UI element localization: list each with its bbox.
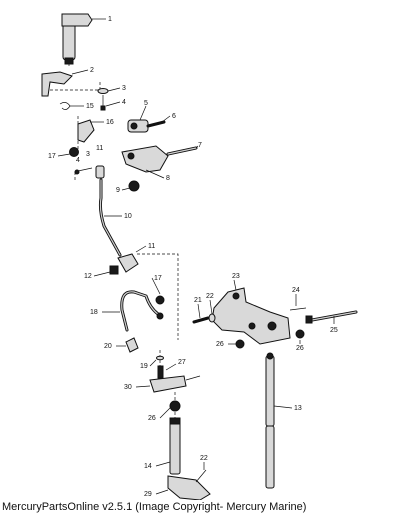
callout-label: 19 (140, 363, 148, 370)
callout-labels: 1 2 3 4 15 5 6 16 17 3 4 11 7 8 9 10 11 … (48, 16, 338, 498)
callout-label: 29 (144, 491, 152, 498)
callout-label: 16 (106, 119, 114, 126)
callout-label: 4 (76, 157, 80, 164)
callout-label: 6 (172, 113, 176, 120)
callout-label: 7 (198, 142, 202, 149)
part-bushing (125, 337, 139, 353)
part-shift-rod (98, 178, 122, 257)
callout-label: 3 (86, 151, 90, 158)
part-nut-lower (155, 295, 165, 305)
parts-diagram: 1 2 3 4 15 5 6 16 17 3 4 11 7 8 9 10 11 … (41, 13, 358, 500)
part-nut-26a (235, 339, 245, 349)
part-cable-bracket (120, 290, 164, 332)
callout-label: 23 (232, 273, 240, 280)
callout-leaders (57, 18, 335, 495)
callout-label: 20 (104, 343, 112, 350)
callout-label: 27 (178, 359, 186, 366)
callout-label: 11 (148, 243, 155, 250)
part-rod-end-lower (109, 253, 139, 275)
callout-label: 26 (148, 415, 156, 422)
part-stud-21 (192, 313, 216, 324)
callout-label: 5 (144, 100, 148, 107)
part-washer-19 (156, 355, 164, 361)
part-nut-26 (169, 400, 181, 412)
callout-label: 22 (200, 455, 208, 462)
callout-label: 15 (86, 103, 94, 110)
callout-label: 2 (90, 67, 94, 74)
part-nut (69, 147, 79, 157)
callout-label: 9 (116, 187, 120, 194)
callout-label: 4 (122, 99, 126, 106)
copyright-footer: MercuryPartsOnline v2.5.1 (Image Copyrig… (2, 501, 307, 513)
callout-label: 14 (144, 463, 152, 470)
callout-label: 8 (166, 175, 170, 182)
part-link (77, 119, 95, 143)
callout-label: 11 (96, 145, 103, 152)
callout-label: 1 (108, 16, 112, 23)
part-shift-lever (61, 13, 93, 65)
part-shaft-25 (305, 310, 358, 324)
callout-label: 21 (194, 297, 202, 304)
callout-label: 30 (124, 384, 132, 391)
part-pin (169, 417, 181, 475)
part-clip (59, 102, 71, 110)
part-shift-block (121, 145, 198, 173)
part-screw-pair (74, 167, 93, 175)
part-bracket (41, 71, 73, 97)
callout-label: 18 (90, 309, 98, 316)
part-bottom-lever (167, 469, 211, 500)
part-washer-screw (97, 88, 109, 111)
callout-label: 26 (216, 341, 224, 348)
callout-label: 12 (84, 273, 92, 280)
part-lever-30 (149, 365, 201, 393)
callout-label: 3 (122, 85, 126, 92)
part-nut-9 (128, 180, 140, 192)
callout-label: 17 (154, 275, 162, 282)
part-nut-26b (295, 329, 305, 339)
part-pivot-block (127, 119, 166, 133)
part-shift-bracket-23 (211, 287, 291, 345)
part-link-rod-13 (265, 352, 275, 489)
callout-label: 24 (292, 287, 300, 294)
callout-label: 22 (206, 293, 214, 300)
callout-label: 13 (294, 405, 302, 412)
callout-label: 26 (296, 345, 304, 352)
callout-label: 10 (124, 213, 132, 220)
part-rod-end-upper (95, 165, 105, 179)
part-pin-24 (289, 307, 307, 311)
callout-label: 25 (330, 327, 338, 334)
callout-label: 17 (48, 153, 56, 160)
